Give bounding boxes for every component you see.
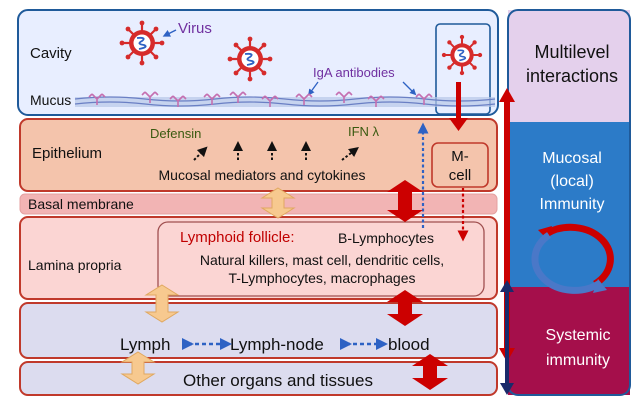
mediators-label: Mucosal mediators and cytokines — [159, 167, 366, 183]
exchange-arrows — [120, 180, 448, 390]
m-cell-box — [431, 142, 489, 188]
iga-pointer — [308, 81, 319, 96]
basal-membrane-box — [19, 193, 498, 215]
multilevel-label: interactions — [526, 66, 618, 86]
vertical-interaction-arrows — [499, 88, 515, 395]
m-cell-label: cell — [449, 167, 472, 184]
ifn-label: IFN λ — [348, 124, 380, 139]
cavity-label: Cavity — [30, 45, 72, 62]
blood-label: blood — [388, 335, 430, 354]
cells-label: Natural killers, mast cell, dendritic ce… — [200, 252, 444, 268]
virus-icon — [118, 19, 166, 67]
multilevel-panel — [508, 10, 630, 122]
iga-pointer — [402, 81, 417, 96]
virus-icon — [226, 35, 274, 83]
m-cell-uptake-box — [435, 23, 491, 115]
b-lymphocytes-label: B-Lymphocytes — [338, 230, 434, 246]
lymph-label: Lymph — [120, 335, 170, 354]
circular-exchange-icon — [531, 223, 614, 294]
epithelium-label: Epithelium — [32, 145, 102, 162]
virus-icon — [440, 33, 484, 77]
mucus-layer — [74, 96, 496, 107]
lymph-node-label: Lymph-node — [230, 335, 324, 354]
virus-uptake-arrow — [449, 82, 468, 131]
virus-pointer — [162, 29, 177, 37]
systemic-immunity-panel — [508, 287, 630, 395]
mucosal-immunity-label: (local) — [550, 173, 594, 190]
systemic-immunity-label: Systemic — [546, 327, 611, 344]
lymphoid-follicle-box — [157, 221, 485, 297]
systemic-immunity-label: immunity — [546, 352, 610, 369]
lymphoid-follicle-label: Lymphoid follicle: — [180, 229, 295, 246]
m-cell-label: M- — [451, 148, 469, 165]
mucosal-immunity-label: Immunity — [540, 196, 605, 213]
mediator-arrows — [193, 141, 359, 161]
mucus-label: Mucus — [30, 92, 71, 108]
multilevel-label: Multilevel — [534, 42, 609, 62]
lamina-propria-label: Lamina propria — [28, 257, 122, 273]
organs-label: Other organs and tissues — [183, 371, 373, 390]
epithelium-box — [19, 118, 498, 192]
defensin-label: Defensin — [150, 126, 201, 141]
iga-label: IgA antibodies — [313, 65, 395, 80]
mucosal-immunity-label: Mucosal — [542, 150, 602, 167]
basal-membrane-label: Basal membrane — [28, 196, 134, 212]
virus-label: Virus — [178, 20, 212, 37]
cells-label: T-Lymphocytes, macrophages — [228, 270, 415, 286]
